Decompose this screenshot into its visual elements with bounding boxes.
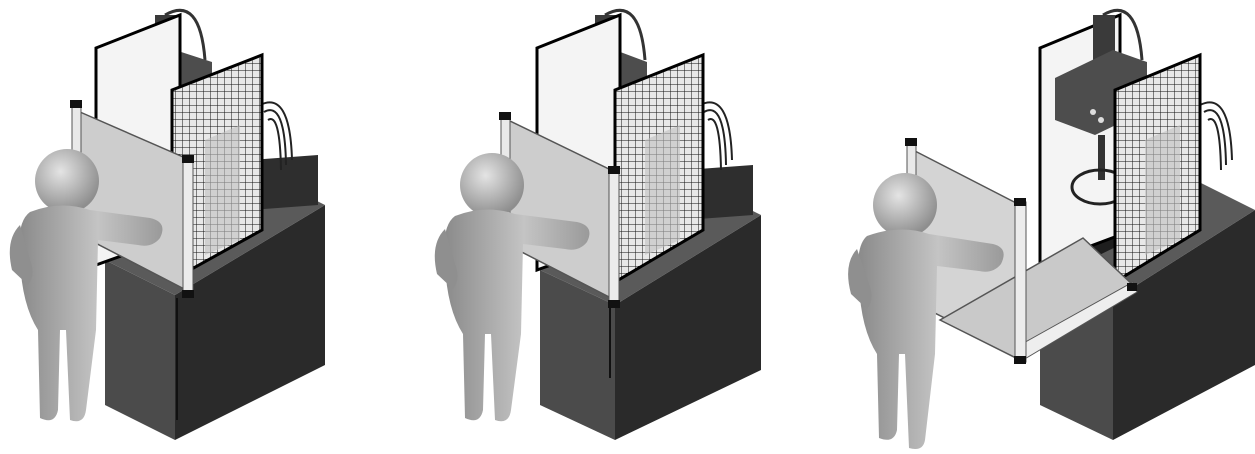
- scene-step-1: [0, 0, 420, 454]
- mesh-guard: [1113, 52, 1202, 285]
- scene-step-3: [845, 0, 1255, 454]
- scene-step-2: [425, 0, 845, 454]
- hoses: [259, 101, 293, 171]
- mesh-guard: [613, 52, 705, 285]
- mesh-guard: [170, 52, 264, 283]
- scene-step-3-drawing: [848, 8, 1255, 449]
- scene-step-2-drawing: [434, 8, 761, 440]
- hoses: [1199, 101, 1233, 171]
- hoses: [699, 101, 733, 171]
- operator-figure: [9, 149, 163, 422]
- operator-figure: [848, 173, 1004, 449]
- scene-step-1-drawing: [9, 8, 325, 440]
- operator-figure: [434, 153, 590, 422]
